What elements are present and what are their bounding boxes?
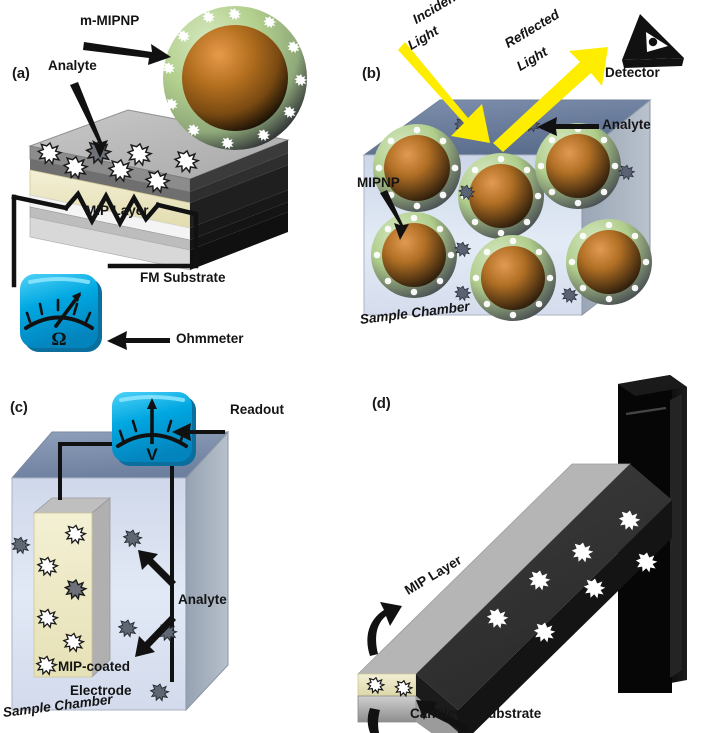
analyte-label-c: Analyte xyxy=(178,592,227,607)
arrow-to-analyte-down xyxy=(135,615,176,657)
nanoparticle-icon xyxy=(535,123,621,209)
svg-text:Ω: Ω xyxy=(51,329,66,350)
arrow-to-readout xyxy=(172,423,225,441)
nanoparticle-icon xyxy=(458,153,544,239)
fm-substrate-label: FM Substrate xyxy=(140,270,226,285)
panel-c-label: (c) xyxy=(10,399,28,416)
electrode-label-2: Electrode xyxy=(70,683,132,698)
wire-icon xyxy=(58,442,174,682)
mip-layer-label-a: MIP Layer xyxy=(85,203,149,218)
nanoparticle-label-b: MIPNP xyxy=(357,175,400,190)
readout-label: Readout xyxy=(230,402,284,417)
ohmmeter-label: Ohmmeter xyxy=(176,331,244,346)
nanoparticle-icon xyxy=(162,6,308,150)
arrow-to-ohmmeter xyxy=(107,331,170,350)
voltmeter-icon[interactable]: V xyxy=(112,392,196,466)
arrow-to-nanoparticle-b xyxy=(380,190,409,240)
panel-d-label: (d) xyxy=(372,395,391,412)
oscillation-arrow-up-icon xyxy=(367,602,402,656)
panel-d-graphics xyxy=(357,375,687,733)
detector-icon xyxy=(622,14,684,68)
free-analyte-group xyxy=(10,529,178,702)
arrow-to-cantilever-substrate xyxy=(416,700,468,732)
panel-b-graphics xyxy=(362,14,684,321)
panel-b-label: (b) xyxy=(362,65,381,82)
electrode-label-1: MIP-coated xyxy=(58,659,131,674)
nanoparticle-icon-group xyxy=(371,123,652,321)
panel-a-label: (a) xyxy=(12,65,30,82)
detector-label: Detector xyxy=(605,65,660,80)
panel-a: Ω (a) m-MIPNP Analyte MIP Layer xyxy=(0,0,350,370)
panel-a-graphics: Ω xyxy=(11,6,308,352)
cantilever-substrate-label: Cantilever Substrate xyxy=(410,706,542,721)
nanoparticle-icon xyxy=(371,212,457,298)
panel-b: (b) Incident Light Reflected Light Detec… xyxy=(350,0,701,370)
reflected-light-arrow-icon xyxy=(493,47,608,152)
arrow-to-nanoparticle xyxy=(83,42,171,65)
circuit-wire-icon xyxy=(11,190,199,288)
oscillation-arrow-down-icon xyxy=(367,708,380,733)
nanoparticle-icon xyxy=(373,124,461,212)
surface-analyte-group xyxy=(486,510,658,643)
panel-d: (d) MIP Layer Cantilever Substrate xyxy=(350,370,701,733)
panel-c: V xyxy=(0,370,350,733)
arrow-icon-group xyxy=(135,423,225,657)
arrow-to-analyte-up xyxy=(138,550,176,587)
incident-light-arrow-icon xyxy=(398,42,490,143)
svg-text:V: V xyxy=(146,445,158,464)
bound-analyte-group xyxy=(35,524,88,676)
ohmmeter-icon[interactable]: Ω xyxy=(20,274,102,352)
edge-analyte-group xyxy=(366,676,414,698)
cantilever-icon xyxy=(357,463,672,733)
panel-c-graphics: V xyxy=(10,392,230,712)
arrow-icon-group xyxy=(70,42,171,350)
nanoparticle-icon xyxy=(566,219,652,305)
arrow-to-analyte xyxy=(70,82,108,158)
analyte-label-a: Analyte xyxy=(48,58,97,73)
arrow-to-analyte-b xyxy=(537,117,599,136)
nanoparticle-icon xyxy=(470,235,556,321)
analyte-label-b: Analyte xyxy=(602,117,651,132)
nanoparticle-label-a: m-MIPNP xyxy=(80,13,140,28)
